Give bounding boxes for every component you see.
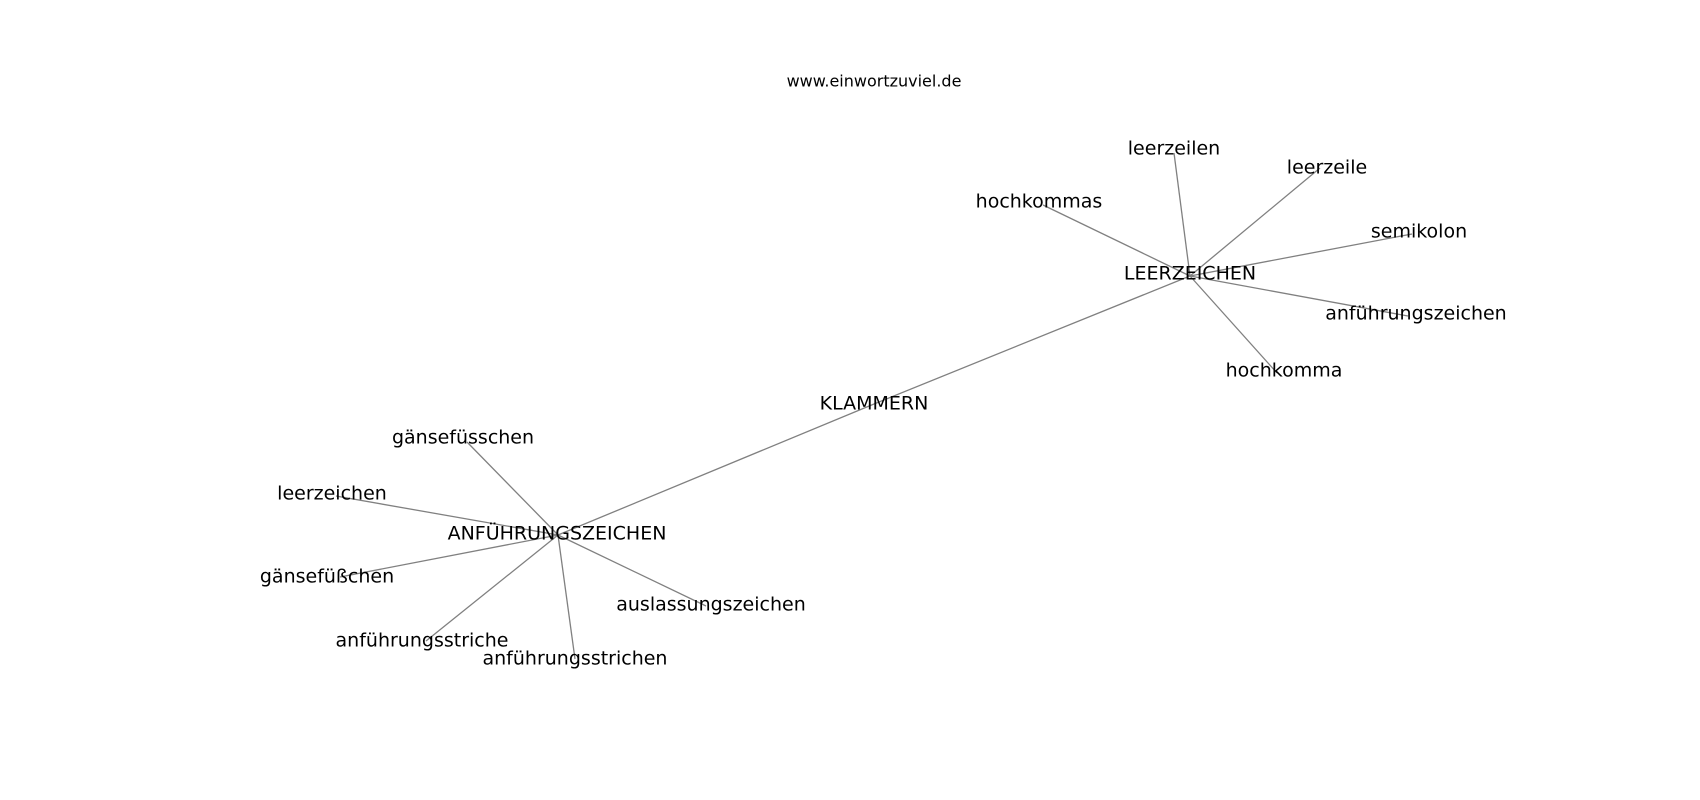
edge-klammern-anfuehrungszeichen_hub — [557, 403, 875, 536]
node-label-leerzeilen: leerzeilen — [1128, 138, 1220, 160]
edge-anfuehrungszeichen_hub-gaensefuesschen — [466, 441, 559, 536]
edge-leerzeichen_hub-leerzeilen — [1173, 152, 1191, 277]
node-label-klammern: KLAMMERN — [820, 393, 929, 415]
node-label-anfuehrungszeichen-hub: ANFÜHRUNGSZEICHEN — [448, 522, 667, 545]
node-label-leerzeichen-lc: leerzeichen — [277, 483, 387, 505]
edge-leerzeichen_hub-leerzeile — [1189, 167, 1321, 277]
edge-anfuehrungszeichen_hub-auslassungszeichen — [557, 534, 707, 607]
edge-leerzeichen_hub-hochkomma — [1189, 275, 1278, 374]
edge-anfuehrungszeichen_hub-leerzeichen_lc — [335, 495, 559, 536]
edge-leerzeichen_hub-semikolon — [1189, 233, 1413, 277]
node-label-anfuehrungszeichen-lc: anführungszeichen — [1325, 303, 1506, 325]
edge-anfuehrungszeichen_hub-gaensefuesschen_sz — [339, 534, 559, 578]
labels-layer: KLAMMERN LEERZEICHEN ANFÜHRUNGSZEICHEN leer… — [260, 138, 1507, 670]
node-label-hochkomma: hochkomma — [1226, 360, 1343, 382]
node-label-gaensefuesschen: gänsefüsschen — [392, 427, 534, 449]
site-credit[interactable]: www.einwortzuviel.de — [787, 72, 962, 91]
edge-anfuehrungszeichen_hub-anfuehrungsstriche — [425, 534, 559, 642]
edge-leerzeichen_hub-hochkommas — [1042, 204, 1191, 277]
node-label-hochkommas: hochkommas — [976, 191, 1103, 213]
node-label-semikolon: semikolon — [1371, 221, 1467, 243]
node-label-leerzeile: leerzeile — [1287, 157, 1367, 179]
node-label-gaensefuesschen-sz: gänsefüßchen — [260, 566, 394, 588]
edges-layer — [335, 152, 1413, 660]
node-label-leerzeichen-hub: LEERZEICHEN — [1124, 263, 1256, 285]
edge-leerzeichen_hub-anfuehrungszeichen_lc — [1189, 275, 1409, 317]
node-label-anfuehrungsstrichen: anführungsstrichen — [483, 648, 668, 670]
edge-anfuehrungszeichen_hub-anfuehrungsstrichen — [557, 534, 576, 660]
edge-klammern-leerzeichen_hub — [873, 275, 1191, 405]
node-label-anfuehrungsstriche: anführungsstriche — [336, 630, 509, 652]
node-label-auslassungszeichen: auslassungszeichen — [616, 594, 806, 616]
